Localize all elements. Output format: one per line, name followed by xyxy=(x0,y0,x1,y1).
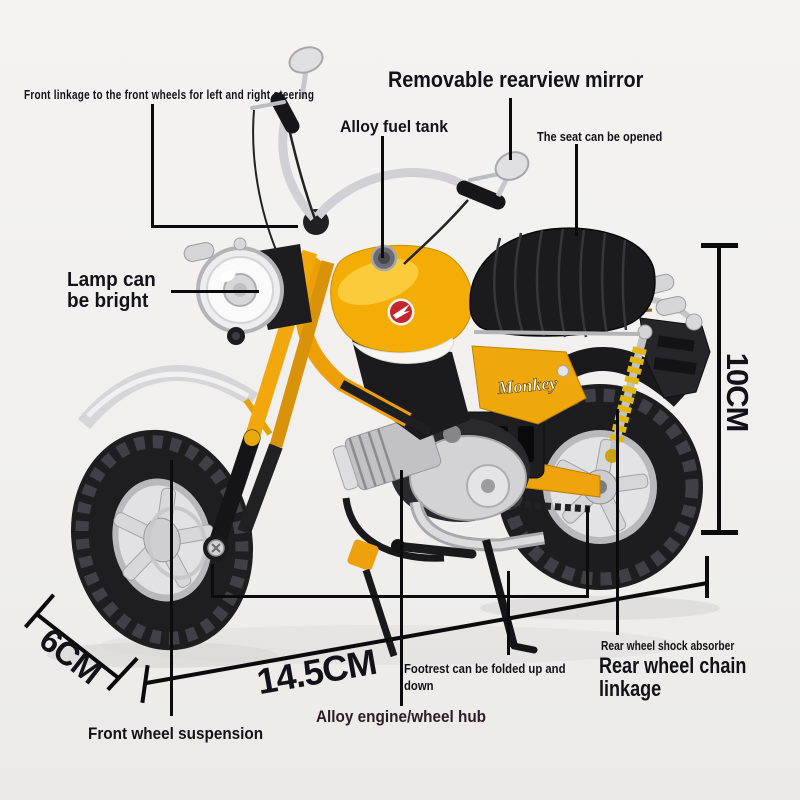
front-hub-callout-line xyxy=(211,564,214,597)
handlebar xyxy=(250,92,510,265)
right-grip xyxy=(456,180,506,210)
rear-hub-chain-callout-line xyxy=(586,507,589,597)
footrest-label: Footrest can be folded up and down xyxy=(404,661,566,693)
mirror-label: Removable rearview mirror xyxy=(388,67,644,92)
front-suspension-label: Front wheel suspension xyxy=(88,724,264,743)
tank-white-stripe xyxy=(351,337,454,364)
right-mirror xyxy=(494,151,530,181)
front-brake-disc xyxy=(146,506,208,580)
shock-absorber-label: Rear wheel shock absorber xyxy=(601,639,735,653)
lamp-callout-line xyxy=(171,290,259,293)
footrest-callout-line xyxy=(507,571,510,655)
rearview-mirrors xyxy=(288,46,530,198)
fuel-tank-callout-line xyxy=(381,136,384,258)
hub-connector-line xyxy=(211,595,589,598)
height-dimension-cap-bottom xyxy=(701,530,738,535)
left-mirror xyxy=(288,46,324,74)
engine-guard xyxy=(342,497,445,562)
seat-ribs xyxy=(493,228,628,338)
length-dimension-cap-right xyxy=(705,556,709,598)
fuel-tank-label: Alloy fuel tank xyxy=(340,117,449,136)
seat xyxy=(469,227,656,338)
honda-wing-badge xyxy=(387,298,415,326)
front-suspension-callout-line xyxy=(170,460,173,716)
engine-callout-line xyxy=(400,470,403,706)
side-panel: Monkey xyxy=(471,345,587,425)
front-wheel xyxy=(70,429,254,651)
steering-callout-line-vertical xyxy=(151,104,154,228)
height-measurement-label: 10CM xyxy=(720,352,755,432)
mirror-callout-line xyxy=(509,98,512,160)
seat-label: The seat can be opened xyxy=(537,129,663,144)
height-dimension-line xyxy=(717,246,721,533)
height-dimension-cap-top xyxy=(701,243,738,248)
fuel-tank xyxy=(330,244,473,364)
chain-linkage-label: Rear wheel chain linkage xyxy=(599,653,747,702)
steering-label: Front linkage to the front wheels for le… xyxy=(24,88,315,102)
front-fender xyxy=(77,365,273,436)
engine-hub-label: Alloy engine/wheel hub xyxy=(316,707,487,726)
steering-callout-line-horizontal xyxy=(151,225,298,228)
front-turn-signal xyxy=(183,242,215,262)
brake-lever xyxy=(250,100,286,110)
shock-callout-line xyxy=(616,409,619,635)
lamp-label: Lamp can be bright xyxy=(67,269,156,312)
seat-callout-line xyxy=(575,144,578,236)
